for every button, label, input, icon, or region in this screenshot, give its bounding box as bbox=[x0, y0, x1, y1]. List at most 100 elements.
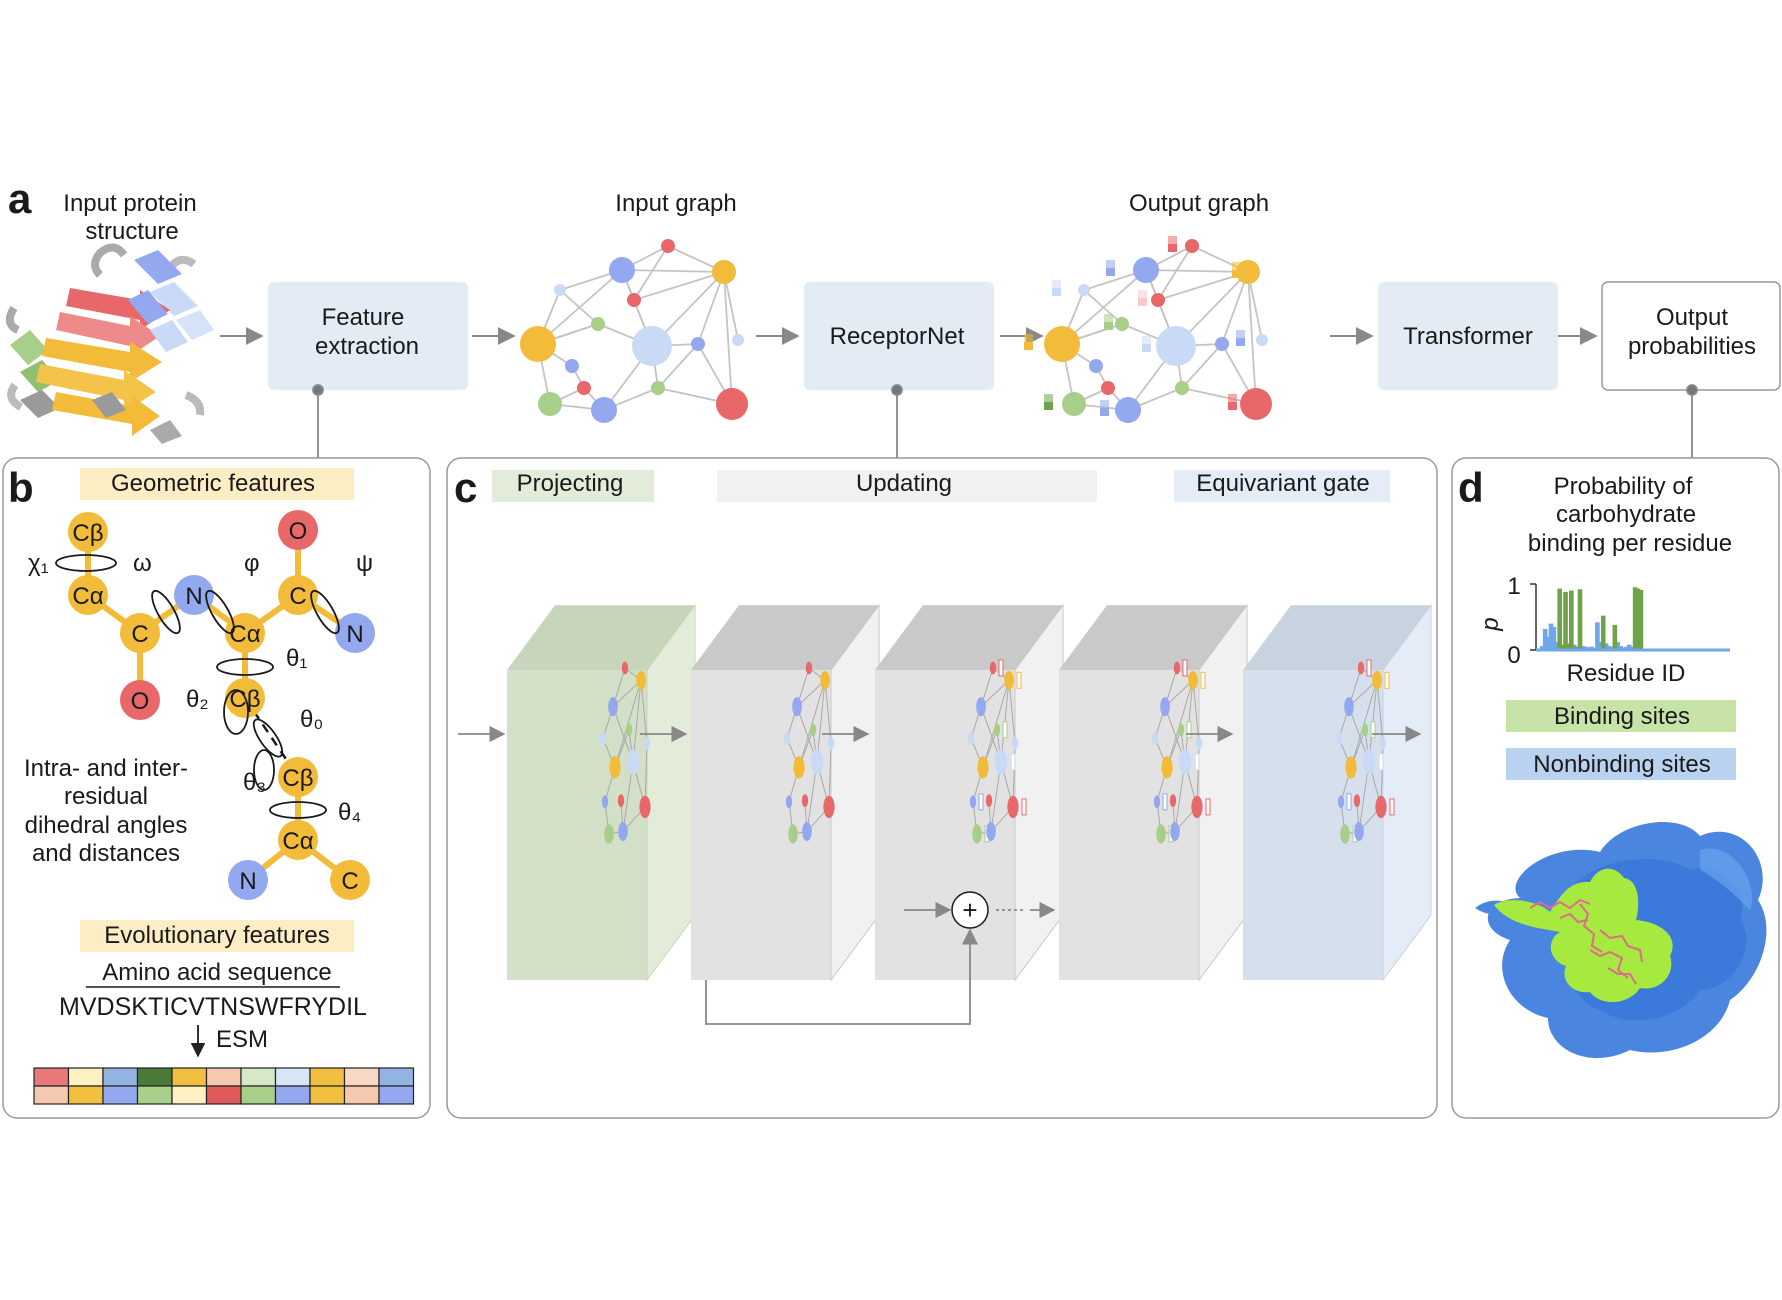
embedding-grid bbox=[33, 1067, 415, 1105]
embedding-cell bbox=[67, 1067, 104, 1087]
atom-c2 bbox=[278, 575, 318, 615]
graph-node bbox=[538, 392, 562, 416]
embedding-cell bbox=[274, 1085, 311, 1105]
graph-node bbox=[1078, 284, 1090, 296]
layer-feature-bar bbox=[1389, 798, 1395, 816]
feature-bar bbox=[1142, 344, 1151, 352]
geometric-features-label: Geometric features bbox=[111, 470, 315, 497]
layer-feature-bar bbox=[1016, 671, 1022, 689]
chart-title-3: binding per residue bbox=[1528, 530, 1732, 557]
nonbinding-bar bbox=[1615, 642, 1621, 650]
graph-node bbox=[577, 381, 591, 395]
atom-n1-label: N bbox=[185, 583, 202, 610]
feature-bar bbox=[1100, 408, 1109, 416]
nonbinding-bar bbox=[1598, 642, 1603, 650]
layer-face bbox=[830, 603, 880, 982]
embedding-cell bbox=[102, 1067, 139, 1087]
layer-node bbox=[783, 732, 791, 745]
layer-edge bbox=[824, 680, 832, 744]
panel-letter-c: c bbox=[454, 464, 477, 511]
layer-node bbox=[989, 661, 997, 675]
layer-node bbox=[809, 723, 817, 737]
layer-node bbox=[1337, 795, 1345, 809]
graph-edge bbox=[1247, 271, 1257, 405]
layer-node bbox=[1160, 697, 1170, 717]
binding-sites-label: Binding sites bbox=[1554, 703, 1690, 730]
embedding-cell bbox=[136, 1067, 173, 1087]
atom-o1-label: O bbox=[131, 688, 150, 715]
layer-4 bbox=[1059, 603, 1248, 982]
chart-bars bbox=[1536, 587, 1730, 652]
nonbinding-bar bbox=[1583, 646, 1589, 650]
graph-node bbox=[691, 337, 705, 351]
amino-acid-sequence-label: Amino acid sequence bbox=[102, 959, 331, 986]
feature-bar bbox=[1228, 402, 1237, 410]
embedding-cell bbox=[309, 1085, 346, 1105]
embedding-cell bbox=[274, 1067, 311, 1087]
y-tick-0: 0 bbox=[1507, 642, 1520, 669]
layer-2 bbox=[691, 603, 880, 982]
graph-node bbox=[1240, 388, 1272, 420]
graph-node bbox=[1044, 326, 1080, 362]
panel-d-frame bbox=[1451, 457, 1780, 1119]
layer-node bbox=[810, 749, 824, 775]
feature-bar bbox=[1052, 280, 1061, 288]
layer-node bbox=[1178, 749, 1192, 775]
embedding-cell bbox=[378, 1067, 415, 1087]
embedding-cell bbox=[205, 1085, 242, 1105]
atom-c1-label: C bbox=[131, 621, 148, 648]
layer-top bbox=[1059, 605, 1247, 670]
layer-node bbox=[599, 732, 607, 745]
dihedral-label-2: residual bbox=[64, 783, 148, 810]
atom-ca3-label: Cα bbox=[282, 828, 313, 855]
feature-bar bbox=[1100, 400, 1109, 408]
layer-feature-bar bbox=[1378, 753, 1384, 771]
layer-node bbox=[621, 661, 629, 675]
layer-node bbox=[1357, 661, 1365, 675]
evolutionary-features-highlight bbox=[80, 920, 354, 952]
embedding-cell bbox=[102, 1085, 139, 1105]
layer-top bbox=[691, 605, 879, 670]
layer-node bbox=[1011, 736, 1019, 750]
feature-bar bbox=[1228, 394, 1237, 402]
graph-node bbox=[632, 326, 672, 366]
embedding-cell bbox=[343, 1067, 380, 1087]
layer-feature-bar bbox=[1021, 798, 1027, 816]
graph-node bbox=[609, 257, 635, 283]
input-protein-label-2: structure bbox=[85, 218, 178, 245]
binding-bar bbox=[1569, 590, 1574, 650]
output-graph-label: Output graph bbox=[1129, 190, 1269, 217]
graph-node bbox=[1151, 293, 1165, 307]
graph-edge bbox=[1145, 269, 1249, 273]
layer-node bbox=[1153, 795, 1161, 809]
dihedral-label-3: dihedral angles bbox=[25, 812, 188, 839]
graph-node bbox=[1256, 334, 1268, 346]
updating-highlight bbox=[717, 470, 1097, 502]
layer-node bbox=[1344, 697, 1354, 717]
nonbinding-bar bbox=[1571, 644, 1577, 650]
layer-node bbox=[601, 795, 609, 809]
layer-face bbox=[1198, 603, 1248, 982]
atom-o1 bbox=[120, 680, 160, 720]
nonbinding-bar bbox=[1580, 646, 1586, 650]
embedding-cell bbox=[171, 1067, 208, 1087]
layer-node bbox=[820, 670, 830, 690]
evolutionary-features-label: Evolutionary features bbox=[104, 922, 329, 949]
layer-node bbox=[823, 795, 835, 819]
layer-node bbox=[626, 749, 640, 775]
protein-surface-image bbox=[1475, 822, 1767, 1059]
layer-node bbox=[788, 824, 798, 844]
geometric-features-highlight bbox=[80, 468, 354, 500]
graph-node bbox=[591, 397, 617, 423]
layer-node bbox=[625, 723, 633, 737]
layer-node bbox=[1188, 670, 1198, 690]
nonbinding-bar bbox=[1609, 646, 1615, 650]
embedding-cell bbox=[378, 1085, 415, 1105]
layer-node bbox=[1353, 794, 1361, 807]
atom-n3 bbox=[228, 860, 268, 900]
nonbinding-bar bbox=[1629, 646, 1635, 650]
layer-node bbox=[986, 821, 996, 842]
layer-feature-bar bbox=[1194, 753, 1200, 771]
output-probabilities-label-2: probabilities bbox=[1628, 333, 1756, 360]
panel-connectors bbox=[312, 384, 1698, 458]
